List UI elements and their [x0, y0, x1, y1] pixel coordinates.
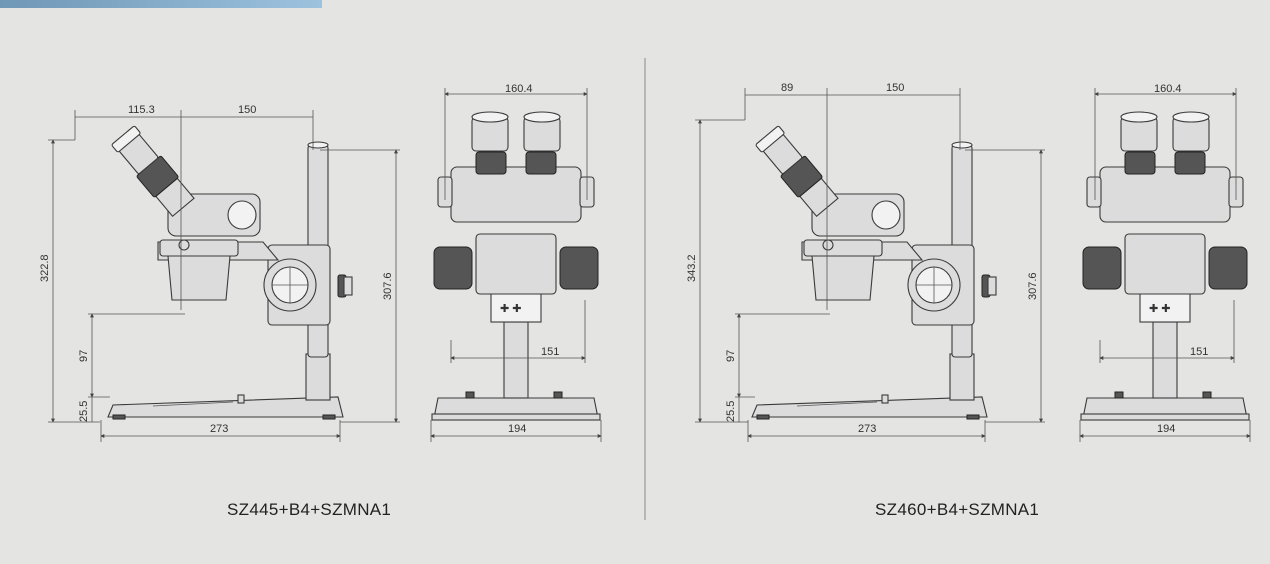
- dim-front-width-focus: 151: [541, 346, 559, 358]
- caption-right-model: SZ460+B4+SZMNA1: [875, 500, 1039, 519]
- dim-arm-height: 97: [78, 350, 90, 362]
- dim-pillar-height: 307.6: [1027, 272, 1039, 300]
- left-side-dimension-lines: [48, 110, 400, 442]
- right-front-view-drawing: [1080, 111, 1250, 421]
- dim-top-left: 115.3: [128, 104, 155, 116]
- dim-front-width-base: 194: [1157, 423, 1175, 435]
- right-front-dimension-lines: [1079, 88, 1251, 442]
- dim-total-height: 322.8: [39, 254, 51, 282]
- dim-front-width-top: 160.4: [505, 83, 533, 95]
- right-side-view-drawing: [751, 124, 997, 420]
- dim-base-width: 273: [858, 423, 876, 435]
- left-front-view-drawing: [431, 111, 601, 421]
- caption-left-model: SZ445+B4+SZMNA1: [227, 500, 391, 519]
- right-side-dimension-lines: [695, 88, 1045, 442]
- dim-arm-height: 97: [725, 350, 737, 362]
- dim-total-height: 343.2: [686, 254, 698, 282]
- dim-front-width-focus: 151: [1190, 346, 1208, 358]
- dim-front-width-top: 160.4: [1154, 83, 1182, 95]
- header-accent-bar: [0, 0, 322, 8]
- left-front-dimension-lines: [430, 88, 602, 442]
- dim-pillar-height: 307.6: [382, 272, 394, 300]
- dim-front-width-base: 194: [508, 423, 526, 435]
- dim-top-right: 150: [886, 82, 904, 94]
- dim-base-height: 25.5: [725, 401, 737, 422]
- left-side-view-drawing: [107, 124, 353, 420]
- dim-top-left: 89: [781, 82, 793, 94]
- dim-base-width: 273: [210, 423, 228, 435]
- dim-base-height: 25.5: [78, 401, 90, 422]
- dim-top-right: 150: [238, 104, 256, 116]
